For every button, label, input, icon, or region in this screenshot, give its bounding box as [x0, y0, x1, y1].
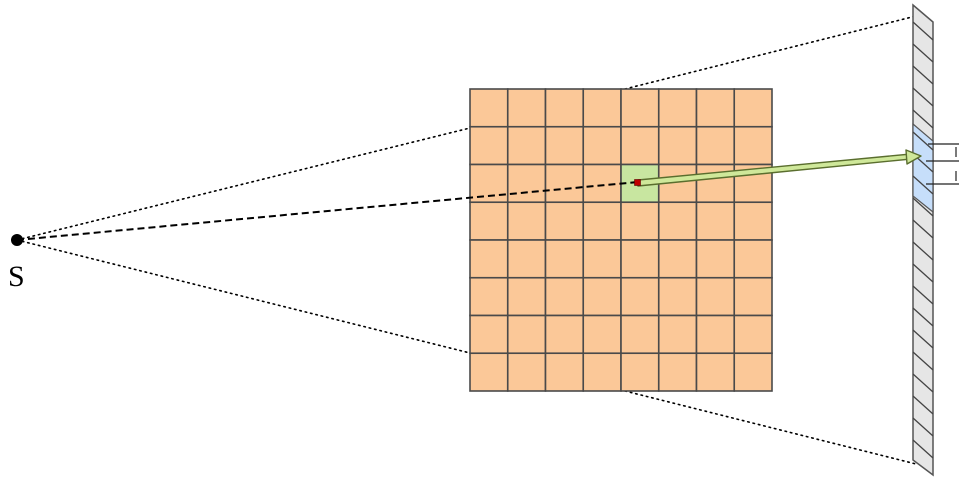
voxel-cell	[582, 314, 622, 355]
voxel-cell	[506, 276, 547, 317]
voxel-cell	[582, 276, 622, 317]
detector-hatching	[912, 21, 934, 459]
voxel-cell	[506, 163, 547, 204]
voxel-cell	[657, 125, 698, 166]
voxel-cell	[695, 314, 736, 355]
voxel-cell	[544, 352, 585, 392]
voxel-cell	[620, 352, 660, 392]
cone-upper-line	[16, 127, 471, 241]
voxel-cell	[657, 352, 698, 392]
voxel-cell	[506, 201, 547, 241]
detector-hatch-line	[912, 65, 934, 85]
voxel-cell	[469, 201, 509, 241]
voxel-cell	[733, 201, 773, 241]
voxel-cell	[695, 88, 736, 128]
arrow-head-icon	[905, 149, 922, 165]
detector-hatch-line	[912, 21, 934, 41]
voxel-cell	[544, 276, 585, 317]
detector-hatch-line	[912, 241, 934, 261]
voxel-cell	[582, 239, 622, 279]
detector-hatch-line	[912, 395, 934, 415]
source-point	[11, 234, 23, 246]
voxel-cell	[657, 314, 698, 355]
central-ray	[16, 181, 639, 241]
voxel-cell	[657, 88, 698, 128]
detector-hatch-line	[912, 263, 934, 283]
detector-hatch-line	[912, 197, 934, 217]
projection-cone	[16, 15, 917, 465]
voxel-cell	[469, 88, 509, 128]
detector-hatch-line	[912, 131, 934, 151]
voxel-cell	[695, 201, 736, 241]
sample-point	[634, 179, 641, 186]
voxel-cell	[582, 352, 622, 392]
voxel-cell	[733, 352, 773, 392]
voxel-cell	[544, 125, 585, 166]
voxel-cell	[582, 88, 622, 128]
voxel-cell	[544, 163, 585, 204]
voxel-cell	[506, 125, 547, 166]
cone-upper-extension	[624, 15, 917, 90]
voxel-cell	[695, 276, 736, 317]
voxel-cell	[657, 201, 698, 241]
voxel-cell	[544, 88, 585, 128]
voxel-cell	[469, 352, 509, 392]
voxel-cell	[506, 239, 547, 279]
voxel-cell	[620, 314, 660, 355]
voxel-cell	[506, 314, 547, 355]
detector-hatch-line	[912, 87, 934, 107]
detector-hatch-line	[912, 417, 934, 437]
voxel-cell	[620, 276, 660, 317]
voxel-cell	[544, 239, 585, 279]
voxel-cell	[695, 163, 736, 204]
detector-hatch-line	[912, 373, 934, 393]
voxel-cell	[733, 125, 773, 166]
voxel-cell	[620, 125, 660, 166]
detector-hatch-line	[912, 329, 934, 349]
voxel-cell	[544, 201, 585, 241]
voxel-cell	[469, 125, 509, 166]
detector-hatch-line	[912, 351, 934, 371]
voxel-cell	[733, 276, 773, 317]
voxel-cell	[620, 88, 660, 128]
voxel-grid	[469, 88, 773, 392]
voxel-cell	[469, 314, 509, 355]
voxel-cell	[582, 201, 622, 241]
voxel-cell	[469, 276, 509, 317]
detector-panel	[912, 3, 959, 477]
voxel-cell	[657, 276, 698, 317]
cone-lower-extension	[624, 390, 917, 465]
voxel-cell	[582, 125, 622, 166]
voxel-cell	[733, 88, 773, 128]
source-label: S	[8, 260, 25, 293]
voxel-cell	[695, 125, 736, 166]
voxel-cell	[733, 314, 773, 355]
cone-lower-line	[16, 239, 471, 354]
voxel-cell	[506, 352, 547, 392]
voxel-cell	[469, 239, 509, 279]
detector-hatch-line	[912, 439, 934, 459]
detector-hatch-line	[912, 307, 934, 327]
voxel-cell	[582, 163, 622, 204]
detector-hatch-line	[912, 285, 934, 305]
detector-hatch-line	[912, 109, 934, 129]
voxel-cell	[695, 352, 736, 392]
voxel-cell	[657, 239, 698, 279]
voxel-cell	[544, 314, 585, 355]
voxel-cell	[733, 239, 773, 279]
detector-hatch-line	[912, 219, 934, 239]
voxel-cell	[620, 201, 660, 241]
detector-hatch-line	[912, 43, 934, 63]
detector-pixel-ticks	[926, 143, 959, 185]
detector-hatch-line	[912, 175, 934, 195]
voxel-cell	[506, 88, 547, 128]
voxel-cell	[620, 239, 660, 279]
voxel-cell	[695, 239, 736, 279]
